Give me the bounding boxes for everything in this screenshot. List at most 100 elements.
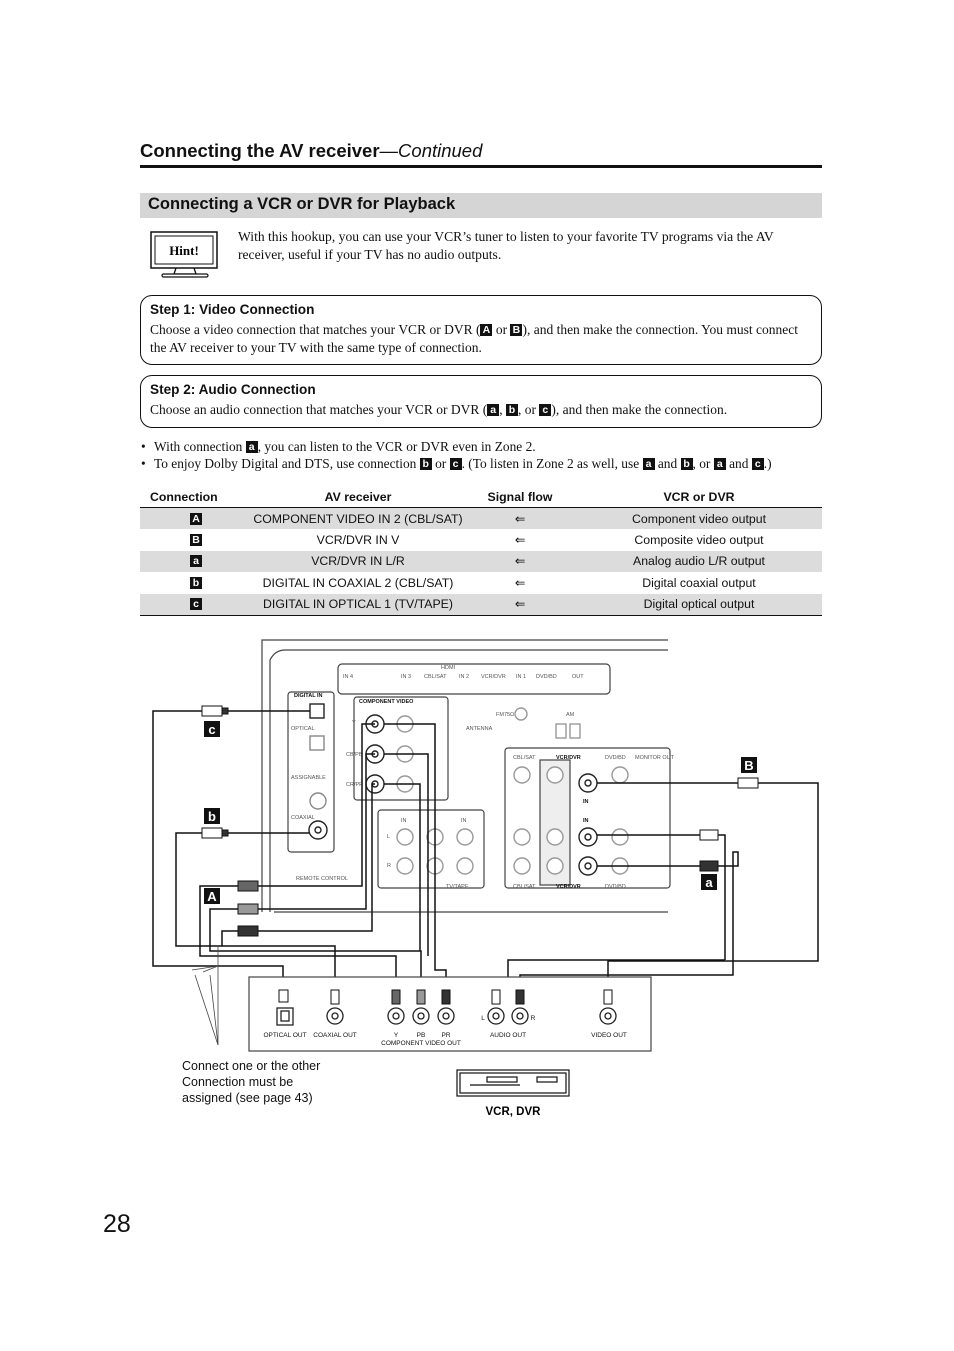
svg-text:HDMI: HDMI <box>441 665 456 671</box>
row-tag: b <box>190 576 202 589</box>
row-receiver: VCR/DVR IN L/R <box>252 550 464 573</box>
row-device: Composite video output <box>634 533 764 548</box>
svg-text:ANTENNA: ANTENNA <box>466 726 493 732</box>
hint-text: With this hookup, you can use your VCR’s… <box>238 229 774 262</box>
diagram-caption: Connect one or the other Connection must… <box>182 1059 321 1105</box>
svg-text:CBL/SAT: CBL/SAT <box>424 674 447 680</box>
step1-title: Step 1: Video Connection <box>150 302 315 317</box>
svg-text:IN 4: IN 4 <box>343 674 353 680</box>
row-tag: c <box>190 598 202 611</box>
svg-text:DIGITAL IN: DIGITAL IN <box>294 693 323 699</box>
section-bar <box>140 193 822 218</box>
svg-text:OUT: OUT <box>572 674 584 680</box>
row-device: Component video output <box>576 507 822 530</box>
row-device: Digital coaxial output <box>642 575 756 590</box>
cables <box>152 710 819 990</box>
svg-text:R: R <box>531 1015 536 1022</box>
cable-plugs <box>201 705 759 937</box>
step1-box: Step 1: Video Connection Choose a video … <box>140 295 822 365</box>
svg-text:COAXIAL: COAXIAL <box>291 815 315 821</box>
tag-A: A <box>480 324 493 336</box>
row-tag: A <box>190 512 202 525</box>
svg-text:ASSIGNABLE: ASSIGNABLE <box>291 775 326 781</box>
svg-text:Y: Y <box>352 720 356 726</box>
svg-text:CR/PR: CR/PR <box>346 782 363 788</box>
svg-text:COMPONENT VIDEO: COMPONENT VIDEO <box>359 699 414 705</box>
row-receiver: VCR/DVR IN V <box>316 533 400 548</box>
svg-text:Y: Y <box>394 1032 399 1039</box>
svg-text:IN: IN <box>401 818 407 824</box>
row-device: Analog audio L/R output <box>576 550 822 573</box>
svg-text:IN: IN <box>461 818 467 824</box>
svg-text:AM: AM <box>566 712 575 718</box>
svg-text:b: b <box>208 809 216 824</box>
svg-text:IN 3: IN 3 <box>401 674 411 680</box>
connection-diagram: IN 4 IN 3 CBL/SAT IN 2 VCR/DVR IN 1 DVD/… <box>148 635 824 1125</box>
svg-text:CB/PB: CB/PB <box>346 752 363 758</box>
svg-text:COAXIAL OUT: COAXIAL OUT <box>313 1032 356 1039</box>
row-flow: ⇐ <box>464 593 576 616</box>
svg-text:L: L <box>387 834 390 840</box>
svg-text:IN 1: IN 1 <box>516 674 526 680</box>
tag-a: a <box>487 404 500 416</box>
row-device: Digital optical output <box>576 593 822 616</box>
table-row: c DIGITAL IN OPTICAL 1 (TV/TAPE) ⇐ Digit… <box>140 593 822 616</box>
page-number: 28 <box>103 1210 131 1238</box>
col-av-receiver: AV receiver <box>252 487 464 508</box>
svg-text:FM75Ω: FM75Ω <box>496 712 514 718</box>
svg-text:c: c <box>208 722 215 737</box>
hint-label: Hint! <box>169 243 199 258</box>
svg-text:REMOTE CONTROL: REMOTE CONTROL <box>296 876 348 882</box>
section-title: Connecting a VCR or DVR for Playback <box>148 195 456 213</box>
col-signal-flow: Signal flow <box>464 487 576 508</box>
row-flow: ⇐ <box>514 533 526 548</box>
tag-c: c <box>539 404 552 416</box>
svg-text:IN 2: IN 2 <box>459 674 469 680</box>
bullet-dolby-dts: To enjoy Dolby Digital and DTS, use conn… <box>140 455 830 472</box>
svg-text:VIDEO OUT: VIDEO OUT <box>591 1032 627 1039</box>
svg-text:a: a <box>705 875 713 890</box>
svg-text:PR: PR <box>441 1032 450 1039</box>
tag-B: B <box>510 324 523 336</box>
step2-title: Step 2: Audio Connection <box>150 382 316 397</box>
svg-text:AUDIO OUT: AUDIO OUT <box>490 1032 526 1039</box>
svg-text:CBL/SAT: CBL/SAT <box>513 755 536 761</box>
receiver-labels: IN 4 IN 3 CBL/SAT IN 2 VCR/DVR IN 1 DVD/… <box>291 665 675 890</box>
svg-text:VCR/DVR: VCR/DVR <box>556 755 581 761</box>
svg-text:R: R <box>387 863 391 869</box>
row-tag: B <box>190 534 202 547</box>
row-flow: ⇐ <box>464 507 576 530</box>
svg-text:IN: IN <box>583 818 589 824</box>
row-receiver: DIGITAL IN OPTICAL 1 (TV/TAPE) <box>252 593 464 616</box>
svg-text:COMPONENT VIDEO OUT: COMPONENT VIDEO OUT <box>381 1040 461 1047</box>
svg-text:L: L <box>481 1015 485 1022</box>
header-title: Connecting the AV receiver <box>140 140 380 161</box>
table-row: B VCR/DVR IN V ⇐ Composite video output <box>140 529 822 550</box>
svg-text:CBL/SAT: CBL/SAT <box>513 884 536 890</box>
row-flow: ⇐ <box>464 550 576 573</box>
table-header-row: Connection AV receiver Signal flow VCR o… <box>140 487 822 508</box>
svg-text:A: A <box>207 889 217 904</box>
svg-text:VCR/DVR: VCR/DVR <box>481 674 506 680</box>
row-flow: ⇐ <box>514 575 526 590</box>
diagram-tags: c b A B a <box>204 721 757 904</box>
vcr-device-icon <box>456 1069 570 1097</box>
table-row: b DIGITAL IN COAXIAL 2 (CBL/SAT) ⇐ Digit… <box>140 572 822 593</box>
row-tag: a <box>190 555 202 568</box>
col-vcr-dvr: VCR or DVR <box>576 487 822 508</box>
header-rule <box>140 165 822 168</box>
receiver-jacks <box>308 703 629 876</box>
table-row: a VCR/DVR IN L/R ⇐ Analog audio L/R outp… <box>140 550 822 573</box>
svg-text:OPTICAL OUT: OPTICAL OUT <box>263 1032 306 1039</box>
tag-b: b <box>505 404 518 416</box>
table-row: A COMPONENT VIDEO IN 2 (CBL/SAT) ⇐ Compo… <box>140 507 822 530</box>
svg-text:VCR/DVR: VCR/DVR <box>556 884 581 890</box>
svg-text:MONITOR OUT: MONITOR OUT <box>635 755 675 761</box>
svg-text:OPTICAL: OPTICAL <box>291 726 315 732</box>
connection-table: Connection AV receiver Signal flow VCR o… <box>140 487 822 616</box>
svg-text:DVD/BD: DVD/BD <box>605 884 626 890</box>
row-receiver: COMPONENT VIDEO IN 2 (CBL/SAT) <box>252 507 464 530</box>
header-continued: —Continued <box>379 140 483 161</box>
vcr-dvr-label: VCR, DVR <box>486 1106 542 1118</box>
svg-text:DVD/BD: DVD/BD <box>536 674 557 680</box>
